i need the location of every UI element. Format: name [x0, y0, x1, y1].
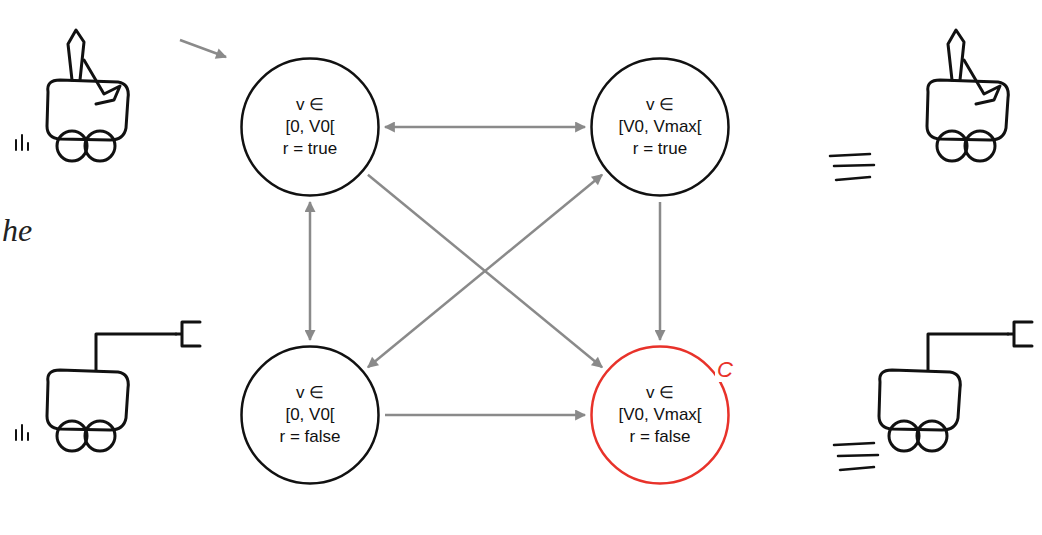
speed-lines [834, 443, 878, 470]
robot-sketch [879, 322, 1032, 451]
state-line: [0, V0[ [285, 404, 334, 426]
state-circle: v ∈[0, V0[r = true [240, 57, 380, 197]
transition-arrow [368, 175, 602, 368]
state-line: [V0, Vmax[ [618, 116, 701, 138]
state-circle: v ∈[V0, Vmax[r = true [590, 57, 730, 197]
state-text: v ∈[V0, Vmax[r = false [618, 382, 701, 448]
transition-arrow [368, 175, 602, 368]
state-line: r = false [280, 426, 341, 448]
state-line: [V0, Vmax[ [618, 404, 701, 426]
state-line: v ∈ [296, 94, 324, 116]
transition-arrow [309, 202, 312, 340]
cut-text: he [2, 212, 32, 248]
state-line: v ∈ [646, 382, 674, 404]
state-line: r = false [630, 426, 691, 448]
state-line: [0, V0[ [285, 116, 334, 138]
state-circle: v ∈[0, V0[r = false [240, 345, 380, 485]
state-text: v ∈[0, V0[r = true [283, 94, 337, 160]
robot-sketch [16, 322, 200, 451]
transition-arrow [659, 202, 662, 340]
state-line: v ∈ [296, 382, 324, 404]
speed-lines [830, 154, 874, 180]
state-text: v ∈[V0, Vmax[r = true [618, 94, 701, 160]
critical-state-circle: v ∈[V0, Vmax[r = false [590, 345, 730, 485]
state-line: r = true [633, 138, 687, 160]
state-line: r = true [283, 138, 337, 160]
state-line: v ∈ [646, 94, 674, 116]
transition-arrow [385, 414, 585, 417]
transition-arrow [385, 126, 585, 129]
state-marker: C [715, 358, 735, 382]
state-text: v ∈[0, V0[r = false [280, 382, 341, 448]
robot-sketch [16, 30, 128, 161]
initial-arrow [180, 40, 226, 57]
robot-sketch [927, 30, 1008, 161]
